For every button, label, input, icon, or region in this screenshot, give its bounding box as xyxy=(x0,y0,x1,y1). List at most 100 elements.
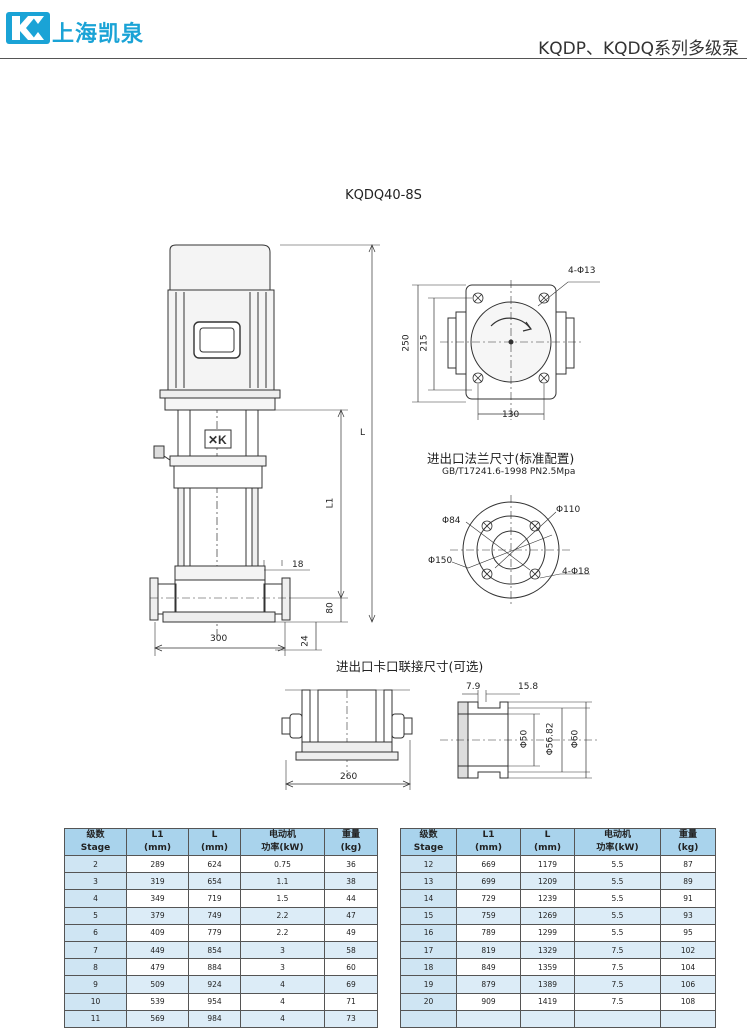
table-cell: 509 xyxy=(126,975,189,994)
dim-24: 24 xyxy=(300,635,311,647)
dim-holes-18: 4-Φ18 xyxy=(562,567,590,577)
table-cell: 73 xyxy=(324,1009,378,1028)
model-title: KQDQ40-8S xyxy=(345,188,422,203)
table-cell: 0.75 xyxy=(240,854,325,874)
flange-view xyxy=(450,495,590,605)
table-cell: 819 xyxy=(456,940,521,960)
clamp-title: 进出口卡口联接尺寸(可选) xyxy=(336,659,484,674)
table-cell: 349 xyxy=(126,889,189,908)
table-cell: 2.2 xyxy=(240,906,325,925)
table-cell: 789 xyxy=(456,923,521,942)
dim-260: 260 xyxy=(340,772,358,782)
header-l1: L1(mm) xyxy=(456,828,521,856)
table-cell: 11 xyxy=(64,1009,127,1028)
table-cell xyxy=(660,1009,716,1028)
table-cell: 729 xyxy=(456,889,521,908)
table-cell: 1239 xyxy=(520,889,575,908)
table-cell: 5 xyxy=(64,906,127,925)
table-cell: 1209 xyxy=(520,872,575,891)
table-cell: 108 xyxy=(660,992,716,1011)
flange-title: 进出口法兰尺寸(标准配置) xyxy=(427,451,575,466)
dim-L1: L1 xyxy=(325,497,336,509)
dim-7-9: 7.9 xyxy=(466,682,481,692)
table-cell: 5.5 xyxy=(574,854,661,874)
table-cell: 539 xyxy=(126,992,189,1011)
table-cell: 319 xyxy=(126,872,189,891)
table-cell: 1.5 xyxy=(240,889,325,908)
table-cell: 1329 xyxy=(520,940,575,960)
table-cell: 3 xyxy=(240,940,325,960)
table-cell: 1.1 xyxy=(240,872,325,891)
table-cell: 16 xyxy=(400,923,457,942)
dim-holes-13: 4-Φ13 xyxy=(568,266,596,276)
table-cell: 1419 xyxy=(520,992,575,1011)
header-weight: 重量(kg) xyxy=(660,828,716,856)
table-cell: 1269 xyxy=(520,906,575,925)
table-cell: 14 xyxy=(400,889,457,908)
table-cell: 5.5 xyxy=(574,906,661,925)
table-cell: 854 xyxy=(188,940,241,960)
table-cell: 569 xyxy=(126,1009,189,1028)
table-cell: 749 xyxy=(188,906,241,925)
dim-300: 300 xyxy=(210,634,228,644)
header-l1: L1(mm) xyxy=(126,828,189,856)
table-cell: 60 xyxy=(324,958,378,977)
table-cell: 909 xyxy=(456,992,521,1011)
table-cell: 719 xyxy=(188,889,241,908)
table-cell: 4 xyxy=(64,889,127,908)
table-cell: 954 xyxy=(188,992,241,1011)
table-cell: 1359 xyxy=(520,958,575,977)
page-header: 上海凯泉 KQDP、KQDQ系列多级泵 xyxy=(0,0,747,62)
table-cell: 759 xyxy=(456,906,521,925)
dim-phi60: Φ60 xyxy=(570,729,581,749)
table-cell: 409 xyxy=(126,923,189,942)
header-l: L(mm) xyxy=(520,828,575,856)
table-cell: 1299 xyxy=(520,923,575,942)
clamp-side-view xyxy=(281,689,413,790)
table-cell: 449 xyxy=(126,940,189,960)
table-cell: 12 xyxy=(400,854,457,874)
table-cell: 479 xyxy=(126,958,189,977)
table-cell: 669 xyxy=(456,854,521,874)
table-cell: 879 xyxy=(456,975,521,994)
table-cell: 104 xyxy=(660,958,716,977)
dim-phi110: Φ110 xyxy=(556,505,581,515)
clamp-section-view xyxy=(440,690,600,779)
table-cell xyxy=(520,1009,575,1028)
dim-80: 80 xyxy=(325,602,336,614)
table-cell: 8 xyxy=(64,958,127,977)
table-cell: 924 xyxy=(188,975,241,994)
table-cell: 379 xyxy=(126,906,189,925)
table-cell: 20 xyxy=(400,992,457,1011)
dim-phi84: Φ84 xyxy=(442,516,461,526)
table-cell: 5.5 xyxy=(574,889,661,908)
table-cell: 5.5 xyxy=(574,872,661,891)
dim-phi50: Φ50 xyxy=(519,729,530,749)
table-cell: 2.2 xyxy=(240,923,325,942)
table-cell xyxy=(574,1009,661,1028)
table-cell: 7.5 xyxy=(574,940,661,960)
kaiquan-logo-icon xyxy=(6,12,50,44)
table-cell: 7.5 xyxy=(574,975,661,994)
pump-top-view xyxy=(412,280,600,420)
table-cell: 47 xyxy=(324,906,378,925)
table-cell: 17 xyxy=(400,940,457,960)
table-cell: 87 xyxy=(660,854,716,874)
table-cell: 654 xyxy=(188,872,241,891)
brand-name: 上海凯泉 xyxy=(52,22,145,47)
